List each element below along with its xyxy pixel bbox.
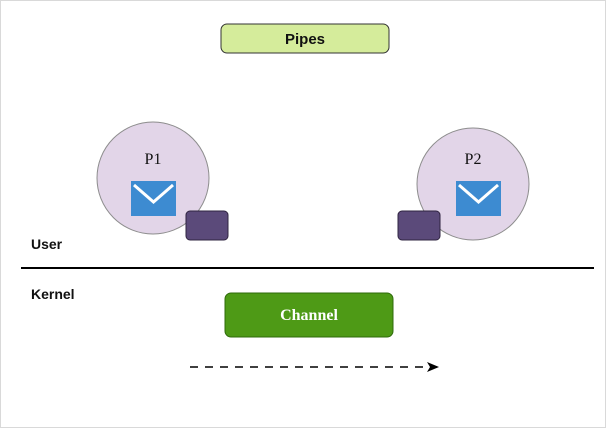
title-box: Pipes [220, 23, 390, 54]
kernel-space-label: Kernel [31, 286, 75, 302]
user-space-label: User [31, 236, 63, 252]
mail-icon [131, 181, 176, 216]
diagram-title: Pipes [285, 31, 325, 48]
channel-label: Channel [280, 307, 338, 324]
pipe-read-end [397, 210, 441, 241]
process-p2: P2 [397, 127, 530, 241]
channel-box: Channel [224, 292, 394, 338]
process-label: P1 [145, 151, 162, 168]
pipe-write-end [185, 210, 229, 241]
mail-icon [456, 181, 501, 216]
process-label: P2 [465, 151, 482, 168]
process-p1: P1 [96, 121, 229, 241]
